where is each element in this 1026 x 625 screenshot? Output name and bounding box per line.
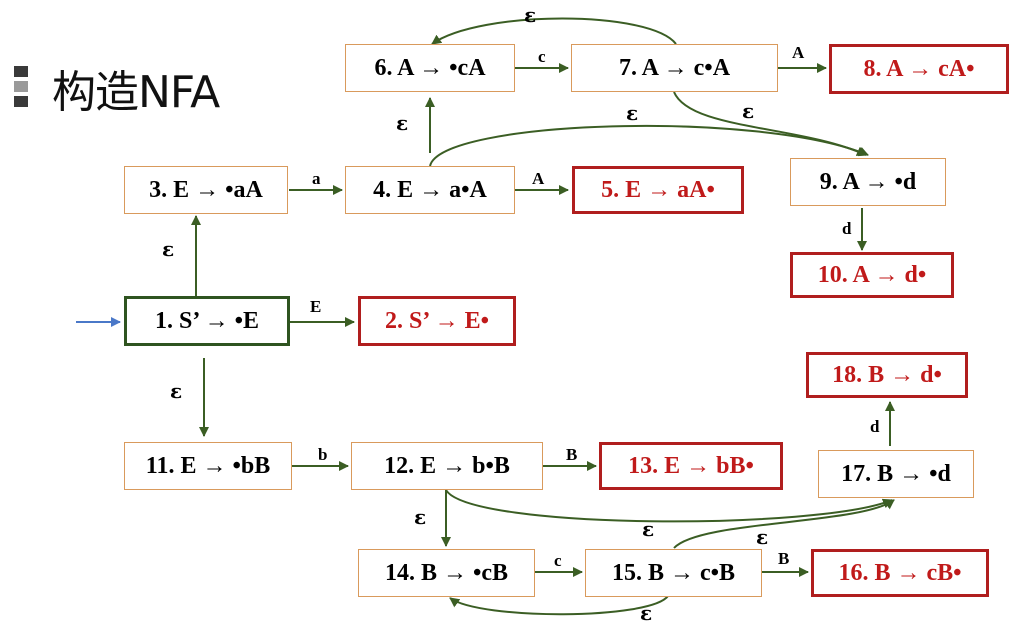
edge-label-11-12: b — [318, 445, 327, 464]
edge-label-12-17: ε — [642, 517, 654, 541]
state-5: 5. E → aA• — [572, 166, 744, 214]
edge-label-4-9: ε — [626, 101, 638, 125]
edge-label-4-5: A — [532, 169, 545, 188]
state-6: 6. A → •cA — [345, 44, 515, 92]
edge-15-14 — [449, 595, 669, 616]
state-7: 7. A → c•A — [571, 44, 778, 92]
title-decoration — [14, 66, 28, 110]
edge-label-7-9: ε — [742, 99, 754, 123]
edge-label-6-7: c — [538, 47, 546, 66]
edge-label-3-4: a — [312, 169, 321, 188]
edge-label-1-3: ε — [162, 237, 174, 261]
state-12: 12. E → b•B — [351, 442, 543, 490]
edge-label-14-15: c — [554, 551, 562, 570]
state-2: 2. S’ → E• — [358, 296, 516, 346]
edge-label-9-10: d — [842, 219, 852, 238]
edge-label-15-14: ε — [640, 601, 652, 625]
edge-label-7-8: A — [792, 43, 805, 62]
edge-12-17 — [445, 489, 893, 523]
page-title: 构造NFA — [52, 67, 220, 118]
edge-label-12-14: ε — [414, 505, 426, 529]
edge-label-12-13: B — [566, 445, 577, 464]
state-15: 15. B → c•B — [585, 549, 762, 597]
edge-label-1-11: ε — [170, 379, 182, 403]
state-14: 14. B → •cB — [358, 549, 535, 597]
state-13: 13. E → bB• — [599, 442, 783, 490]
state-11: 11. E → •bB — [124, 442, 292, 490]
state-8: 8. A → cA• — [829, 44, 1009, 94]
edge-label-17-18: d — [870, 417, 880, 436]
state-3: 3. E → •aA — [124, 166, 288, 214]
edge-4-9 — [429, 124, 869, 167]
edge-7-6 — [431, 17, 677, 45]
edge-label-15-16: B — [778, 549, 789, 568]
edge-label-4-6: ε — [396, 111, 408, 135]
state-18: 18. B → d• — [806, 352, 968, 398]
state-9: 9. A → •d — [790, 158, 946, 206]
edge-label-15-17: ε — [756, 525, 768, 549]
edge-15-17 — [673, 499, 895, 549]
edge-label-7-6: ε — [524, 3, 536, 27]
state-10: 10. A → d• — [790, 252, 954, 298]
edge-label-1-2: E — [310, 297, 321, 316]
state-17: 17. B → •d — [818, 450, 974, 498]
state-1: 1. S’ → •E — [124, 296, 290, 346]
state-4: 4. E → a•A — [345, 166, 515, 214]
edge-7-9 — [673, 91, 867, 156]
state-16: 16. B → cB• — [811, 549, 989, 597]
